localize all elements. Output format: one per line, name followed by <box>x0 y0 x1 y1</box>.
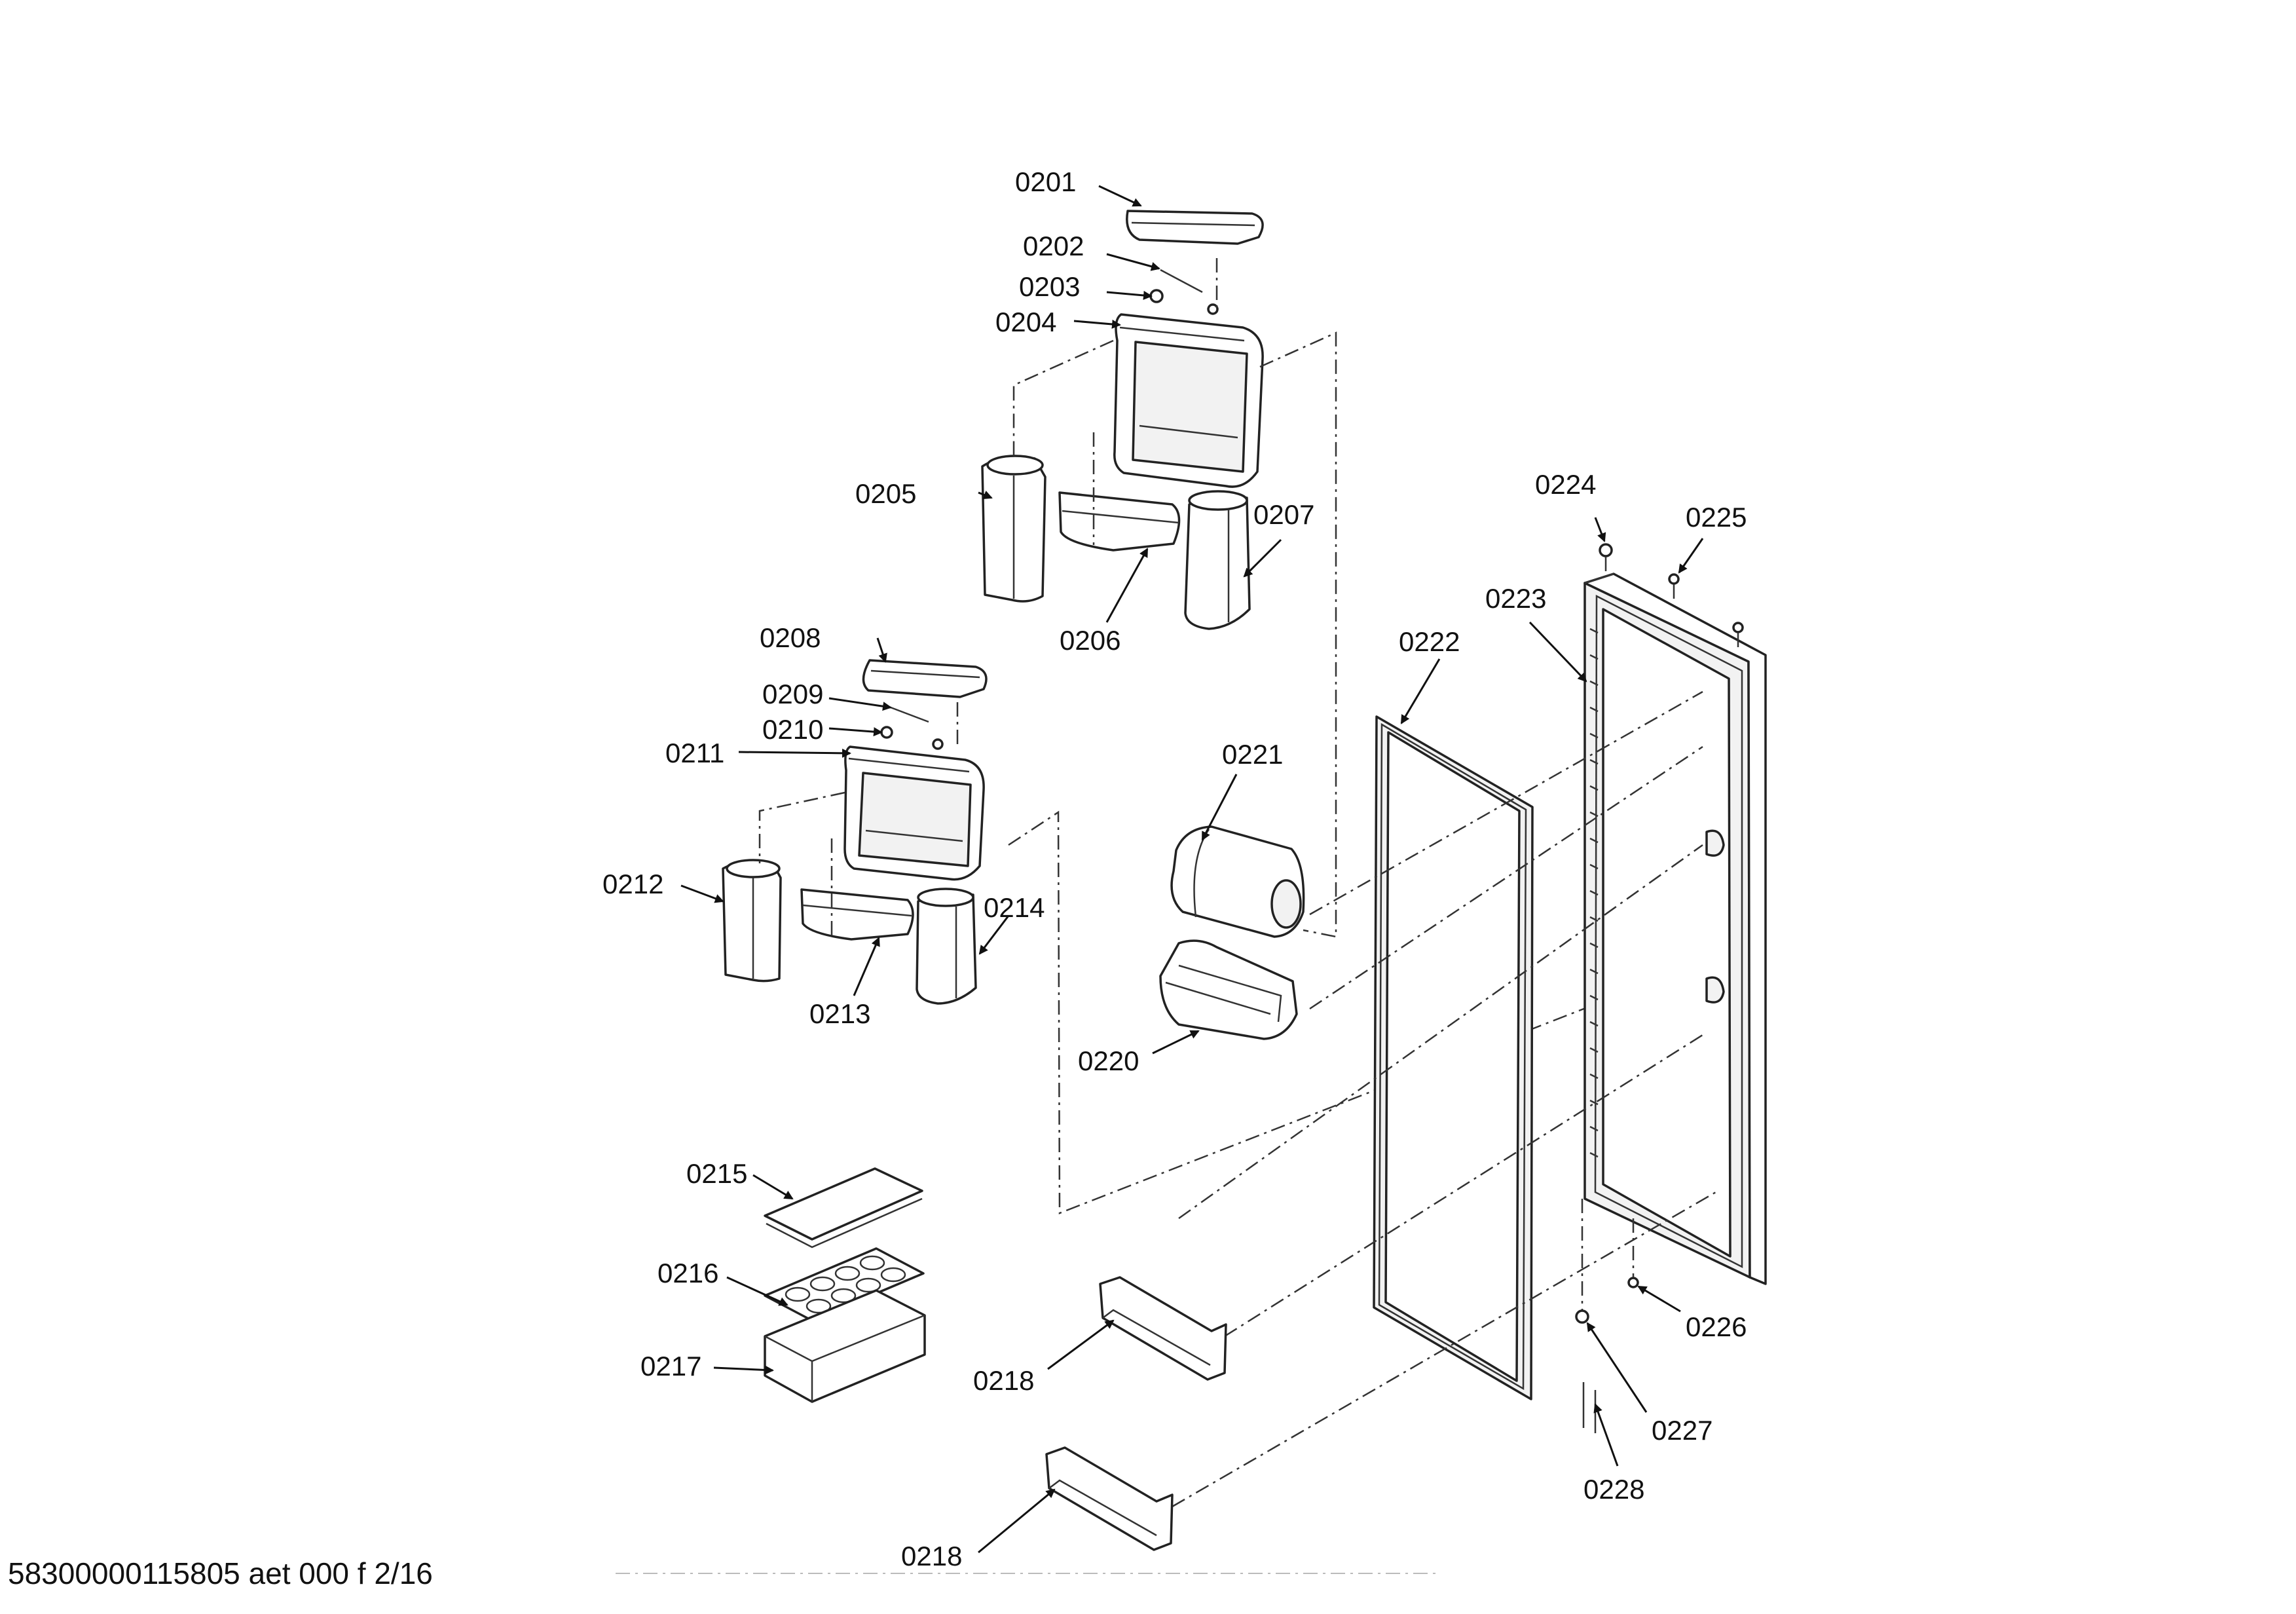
part-0202-pin <box>1160 269 1203 293</box>
label-0221: 0221 <box>1222 739 1283 770</box>
label-0218-lower: 0218 <box>901 1541 962 1571</box>
label-0209: 0209 <box>762 679 823 709</box>
label-0226: 0226 <box>1686 1311 1747 1342</box>
label-0216: 0216 <box>657 1258 718 1288</box>
part-0225-screw <box>1668 573 1680 585</box>
label-0213: 0213 <box>809 998 870 1029</box>
part-0208-lid <box>862 659 988 698</box>
label-0207: 0207 <box>1253 499 1314 530</box>
callout-labels: 0201 0202 0203 0204 0205 0206 0207 0208 … <box>602 166 1747 1571</box>
label-0210: 0210 <box>762 714 823 745</box>
part-0207-right-post <box>1184 495 1251 630</box>
label-0227: 0227 <box>1652 1415 1713 1446</box>
part-0224-screw <box>1599 543 1613 557</box>
part-0226-screw <box>1627 1277 1639 1288</box>
part-0203-screw <box>1149 289 1164 303</box>
part-0214-right-post <box>916 892 977 1005</box>
label-0214: 0214 <box>984 892 1045 923</box>
label-0208: 0208 <box>760 622 821 653</box>
part-0218-shelf-upper <box>1099 1276 1227 1381</box>
part-0206-bin <box>1058 491 1181 552</box>
label-0204: 0204 <box>995 307 1056 337</box>
part-0220-bin <box>1159 939 1298 1040</box>
egg-tray-assembly <box>764 1167 926 1403</box>
door-shelves-0218 <box>1045 1276 1227 1551</box>
part-0228-screw <box>1582 1382 1597 1433</box>
part-0213-bin <box>800 888 914 941</box>
label-0220: 0220 <box>1078 1045 1139 1076</box>
label-0206: 0206 <box>1060 625 1120 656</box>
door-bins-0220-0221 <box>1159 825 1305 1040</box>
label-0217: 0217 <box>640 1351 701 1381</box>
label-0202: 0202 <box>1023 231 1084 261</box>
label-0218-upper: 0218 <box>973 1365 1034 1396</box>
callout-leaders <box>680 185 1704 1554</box>
part-0209-pin <box>890 706 929 723</box>
label-0203: 0203 <box>1019 271 1080 302</box>
part-0218-shelf-lower <box>1045 1446 1174 1551</box>
part-0222-gasket <box>1373 715 1534 1400</box>
part-0201-lid <box>1126 210 1264 245</box>
label-0225: 0225 <box>1686 502 1747 533</box>
label-0211: 0211 <box>665 738 724 768</box>
label-0228: 0228 <box>1583 1474 1644 1505</box>
part-0223-door-liner <box>1583 582 1751 1279</box>
part-0210-screw <box>880 726 893 739</box>
label-0212: 0212 <box>602 869 663 899</box>
label-0205: 0205 <box>855 478 916 509</box>
label-0201: 0201 <box>1015 166 1076 197</box>
part-0227-screw <box>1575 1309 1589 1324</box>
lower-shelf-assembly <box>722 659 1618 1214</box>
part-0216-egg-holder <box>764 1247 925 1322</box>
label-0215: 0215 <box>686 1158 747 1189</box>
part-0217-egg-box <box>764 1289 926 1403</box>
part-0221-covered-bin <box>1170 825 1305 938</box>
label-0223: 0223 <box>1485 583 1546 614</box>
part-0212-left-post <box>722 860 782 983</box>
liner-rib-pattern <box>1589 628 1599 1158</box>
upper-shelf-assembly <box>981 210 1337 938</box>
part-0215-egg-tray-lid <box>764 1167 923 1241</box>
document-id-footer: 58300000115805 aet 000 f 2/16 <box>8 1556 433 1590</box>
label-0222: 0222 <box>1399 626 1460 657</box>
label-0224: 0224 <box>1535 469 1596 500</box>
door-outer-panel <box>1583 572 1767 1285</box>
